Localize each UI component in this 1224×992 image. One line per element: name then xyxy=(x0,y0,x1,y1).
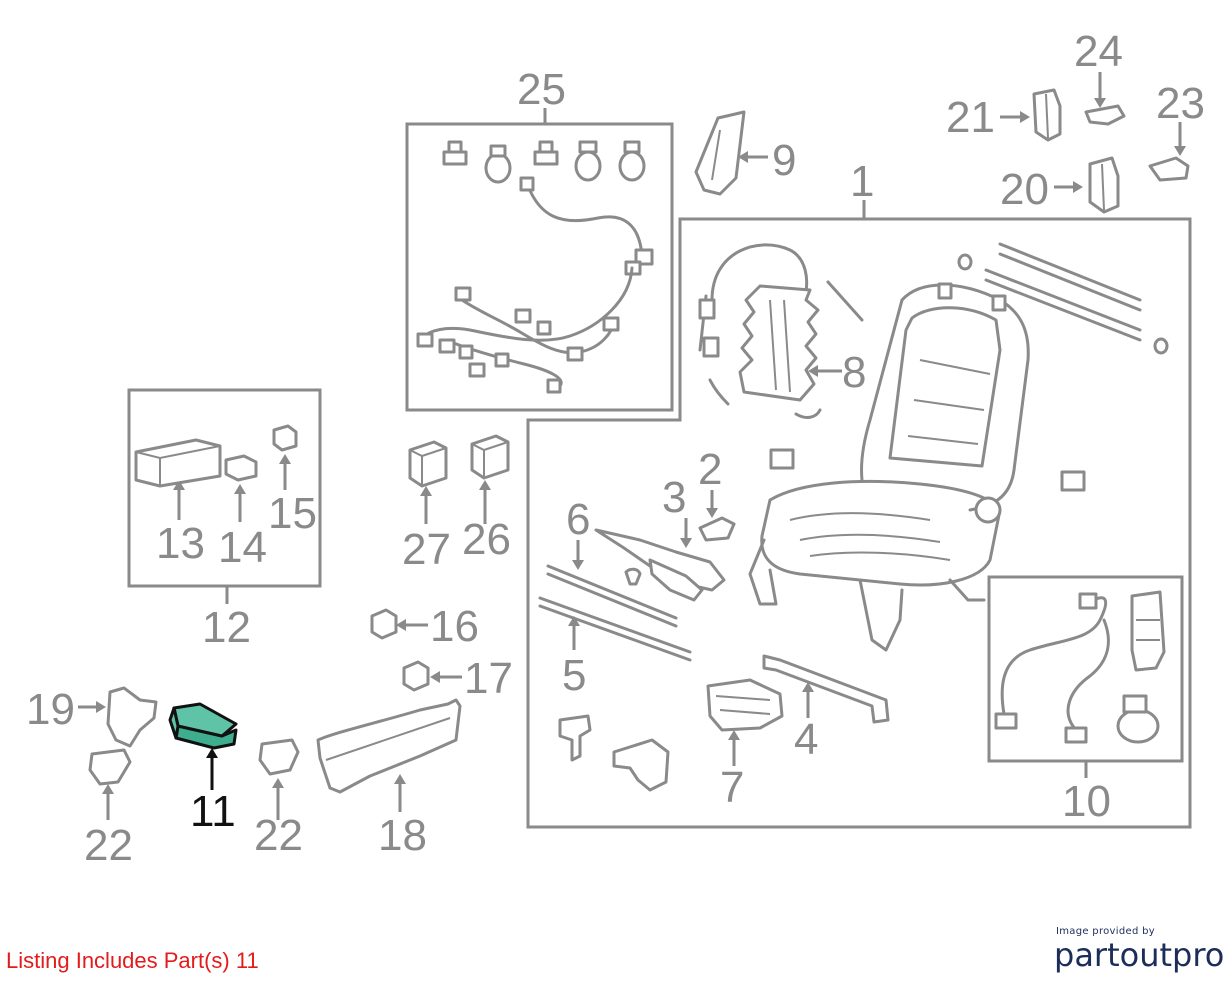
callout-18: 18 xyxy=(378,811,427,860)
part-25-harness xyxy=(416,140,654,394)
callout-21: 21 xyxy=(946,93,995,142)
callout-3: 3 xyxy=(662,473,686,522)
partoutpro-logo: partoutpro xyxy=(1054,936,1224,974)
callout-24: 24 xyxy=(1074,27,1123,76)
part-12-blocks xyxy=(134,424,298,488)
part-18-trim xyxy=(316,698,462,794)
callout-4: 4 xyxy=(794,715,818,764)
image-credit-text: Image provided by xyxy=(1056,926,1155,937)
part-bracket-misc xyxy=(558,714,670,792)
part-7-motor xyxy=(706,678,784,732)
callout-27: 27 xyxy=(402,525,451,574)
callout-20: 20 xyxy=(1000,165,1049,214)
part-24-clip xyxy=(1084,104,1126,126)
callout-7: 7 xyxy=(720,763,744,812)
leader-lines xyxy=(78,72,1186,820)
listing-includes-text: Listing Includes Part(s) 11 xyxy=(6,948,259,973)
part-9-cover xyxy=(694,110,746,196)
callout-11: 11 xyxy=(190,787,236,836)
callout-25: 25 xyxy=(517,65,566,114)
part-5-rod xyxy=(538,596,692,662)
callout-1: 1 xyxy=(850,157,874,206)
callout-22-left: 22 xyxy=(84,821,133,870)
group-box-25 xyxy=(405,122,674,412)
part-4-rail xyxy=(762,654,890,724)
callout-9: 9 xyxy=(772,136,796,185)
group-box-1 xyxy=(526,217,1192,829)
part-21-bracket xyxy=(1032,88,1062,142)
callout-10: 10 xyxy=(1062,777,1111,826)
part-11-highlighted[interactable] xyxy=(168,702,238,750)
part-8-lumbar xyxy=(698,243,864,419)
callout-2: 2 xyxy=(698,445,722,494)
part-1-seat-frame xyxy=(748,242,1169,652)
callout-12: 12 xyxy=(202,603,251,652)
part-17-cap xyxy=(402,660,430,692)
part-23-clip xyxy=(1148,156,1190,182)
part-22-right xyxy=(258,738,300,776)
callout-26: 26 xyxy=(462,515,511,564)
callout-22-right: 22 xyxy=(254,811,303,860)
part-27-connector xyxy=(408,440,448,488)
callout-15: 15 xyxy=(268,489,317,538)
callout-5: 5 xyxy=(562,651,586,700)
callout-6: 6 xyxy=(566,495,590,544)
callout-23: 23 xyxy=(1156,79,1205,128)
callout-17: 17 xyxy=(464,654,513,703)
callout-14: 14 xyxy=(218,523,267,572)
part-22-left xyxy=(88,748,132,786)
part-16-cap xyxy=(370,608,398,640)
part-6-rod xyxy=(546,564,678,628)
part-10-harness xyxy=(994,590,1166,744)
callout-13: 13 xyxy=(156,519,205,568)
part-19-clip xyxy=(106,686,158,748)
callout-8: 8 xyxy=(842,348,866,397)
part-26-connector xyxy=(470,434,510,480)
callout-16: 16 xyxy=(430,602,479,651)
part-2-clip xyxy=(698,516,736,542)
part-3-trim xyxy=(594,528,726,602)
group-box-12 xyxy=(127,388,322,588)
callout-labels: 25 24 21 23 9 1 20 8 2 3 6 12 13 14 15 2… xyxy=(26,27,1205,870)
part-20-bracket xyxy=(1088,156,1120,214)
callout-19: 19 xyxy=(26,685,75,734)
